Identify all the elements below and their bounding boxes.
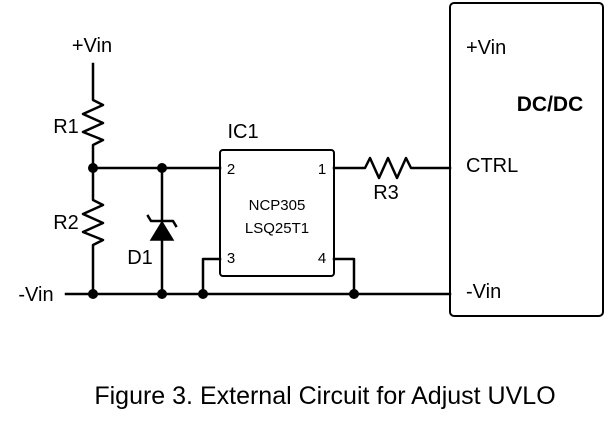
ic1-part-line1: NCP305 bbox=[249, 197, 306, 214]
dcdc-module-box bbox=[449, 2, 604, 317]
ic1-pin1: 1 bbox=[318, 161, 326, 178]
r2-ground-node bbox=[88, 289, 98, 299]
r3-label: R3 bbox=[373, 182, 399, 204]
dcdc-title: DC/DC bbox=[517, 93, 584, 116]
dcdc-ctrl-label: CTRL bbox=[466, 155, 518, 177]
ic1-pin4-wire bbox=[332, 257, 356, 296]
ic1-pin3: 3 bbox=[227, 250, 235, 267]
pin4-ground-node bbox=[349, 289, 359, 299]
r3-resistor bbox=[332, 156, 452, 180]
ic1-label: IC1 bbox=[227, 121, 258, 143]
r1-resistor bbox=[81, 62, 105, 170]
dcdc-vin-plus-label: +Vin bbox=[466, 37, 506, 59]
vin-plus-label: +Vin bbox=[72, 35, 112, 57]
ic1-pin3-wire bbox=[201, 257, 222, 296]
ic1-pin2: 2 bbox=[227, 161, 235, 178]
pin3-ground-node bbox=[198, 289, 208, 299]
r1-label: R1 bbox=[53, 116, 79, 138]
r2-label: R2 bbox=[53, 212, 79, 234]
ic1-part-line2: LSQ25T1 bbox=[245, 220, 309, 237]
divider-node bbox=[88, 163, 98, 173]
d1-zener-diode bbox=[146, 166, 178, 296]
zener-ground-node bbox=[157, 289, 167, 299]
ic1-body bbox=[219, 149, 335, 277]
r2-resistor bbox=[81, 166, 105, 296]
d1-label: D1 bbox=[127, 247, 153, 269]
vin-minus-label: -Vin bbox=[18, 284, 53, 306]
dcdc-vin-minus-label: -Vin bbox=[466, 281, 501, 303]
ic1-pin4: 4 bbox=[318, 250, 326, 267]
figure-caption: Figure 3. External Circuit for Adjust UV… bbox=[94, 382, 555, 410]
